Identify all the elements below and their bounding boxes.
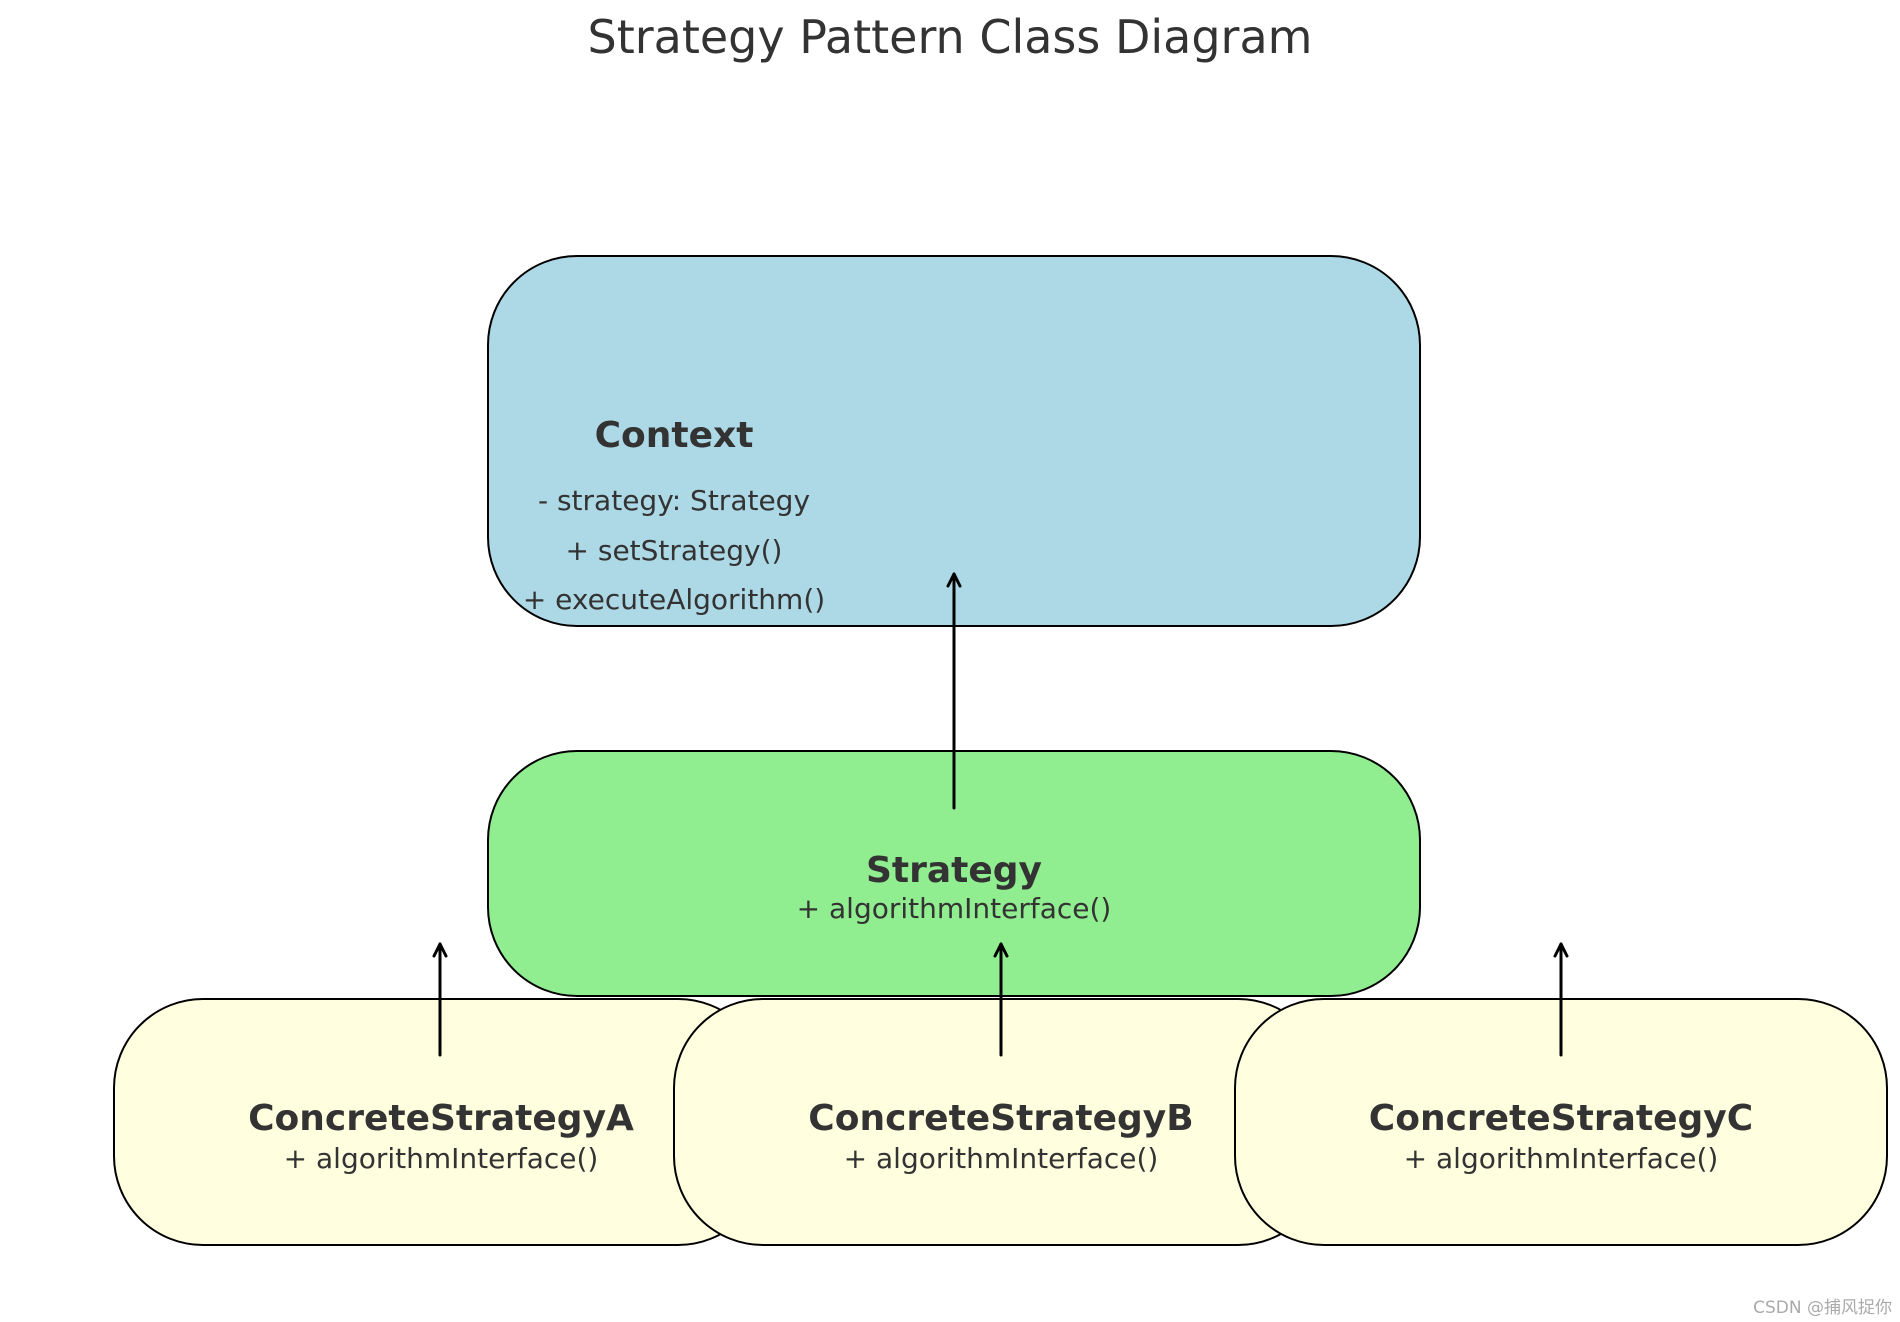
context-method-set-strategy: + setStrategy() — [565, 534, 783, 567]
concrete-strategy-c-name: ConcreteStrategyC — [1368, 1098, 1754, 1139]
concrete-strategy-b-method: + algorithmInterface() — [843, 1142, 1159, 1175]
strategy-class-name: Strategy — [865, 850, 1043, 891]
concrete-strategy-b-name: ConcreteStrategyB — [808, 1098, 1194, 1139]
strategy-class-method: + algorithmInterface() — [796, 892, 1112, 925]
context-class-box — [487, 255, 1421, 627]
watermark: CSDN @捕风捉你 — [1753, 1298, 1892, 1318]
context-class-name: Context — [594, 415, 754, 456]
concrete-strategy-c-method: + algorithmInterface() — [1403, 1142, 1719, 1175]
context-attribute-strategy: - strategy: Strategy — [537, 484, 811, 517]
diagram-title: Strategy Pattern Class Diagram — [587, 10, 1313, 64]
concrete-strategy-a-name: ConcreteStrategyA — [248, 1098, 634, 1139]
concrete-strategy-a-method: + algorithmInterface() — [283, 1142, 599, 1175]
context-method-execute-algorithm: + executeAlgorithm() — [522, 583, 826, 616]
